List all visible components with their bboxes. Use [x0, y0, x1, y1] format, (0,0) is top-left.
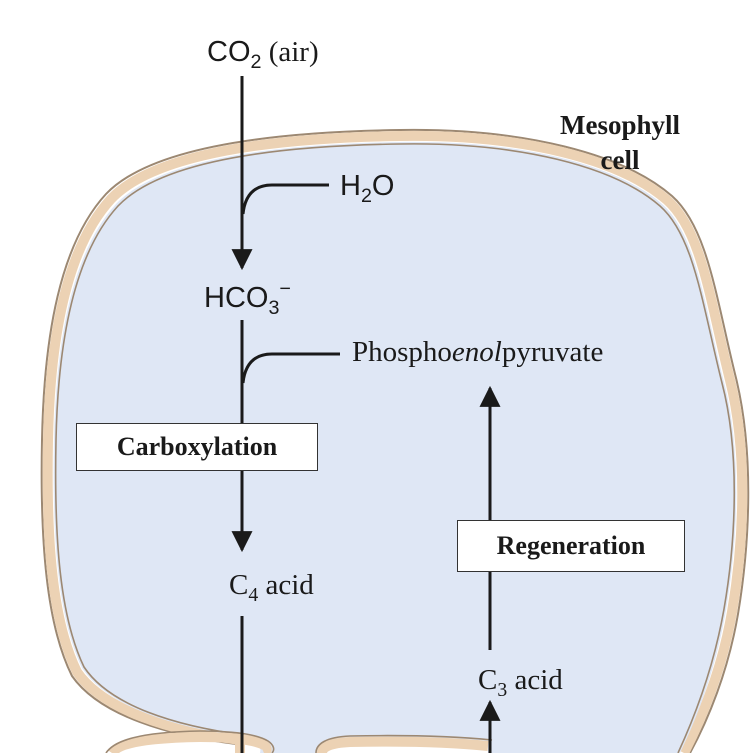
pep-suffix: pyruvate — [501, 336, 604, 368]
c3-acid-word: acid — [507, 664, 563, 696]
cell-membrane-outer-edge — [40, 128, 750, 753]
c3-acid-label: C3 acid — [478, 664, 563, 700]
co2-subscript: 2 — [250, 50, 262, 73]
pep-prefix: Phospho — [352, 336, 452, 368]
carboxylation-step-box: Carboxylation — [76, 423, 318, 471]
c4-subscript: 4 — [248, 583, 259, 606]
cytoplasm — [53, 141, 737, 753]
h2o-subscript: 2 — [360, 184, 372, 207]
h2o-h: H — [340, 170, 361, 202]
cell-membrane-band — [42, 130, 748, 753]
hco3-formula: HCO — [204, 282, 269, 314]
co2-air-tail: (air) — [261, 36, 319, 68]
cell-title: Mesophyll cell — [520, 108, 720, 178]
hco3-subscript: 3 — [268, 296, 280, 319]
c4-acid-label: C4 acid — [229, 569, 314, 605]
regeneration-label: Regeneration — [496, 531, 646, 560]
pep-input-line — [241, 352, 340, 384]
membrane-junction-left-edge — [105, 730, 275, 753]
c4-acid-word: acid — [258, 569, 314, 601]
membrane-junction-right — [317, 736, 489, 753]
cell-title-line1: Mesophyll — [559, 110, 680, 140]
h2o-label: H2O — [340, 170, 395, 206]
hco3-charge: − — [279, 278, 291, 301]
pep-italic: enol — [451, 336, 502, 368]
cell-membrane-inner-edge — [54, 143, 736, 753]
h2o-input-line — [241, 183, 329, 215]
regeneration-step-box: Regeneration — [457, 520, 685, 572]
h2o-o: O — [371, 170, 395, 202]
co2-formula: CO — [207, 36, 251, 68]
cell-title-line2: cell — [600, 145, 640, 175]
bicarbonate-label: HCO3− — [204, 279, 291, 317]
membrane-junction-left — [107, 731, 272, 753]
c3-subscript: 3 — [497, 678, 508, 701]
membrane-junction-right-edge — [315, 734, 493, 753]
co2-air-label: CO2 (air) — [207, 36, 319, 72]
c3-c: C — [478, 664, 498, 696]
carboxylation-label: Carboxylation — [116, 432, 278, 461]
pep-label: Phosphoenolpyruvate — [352, 338, 603, 367]
c4-c: C — [229, 569, 249, 601]
